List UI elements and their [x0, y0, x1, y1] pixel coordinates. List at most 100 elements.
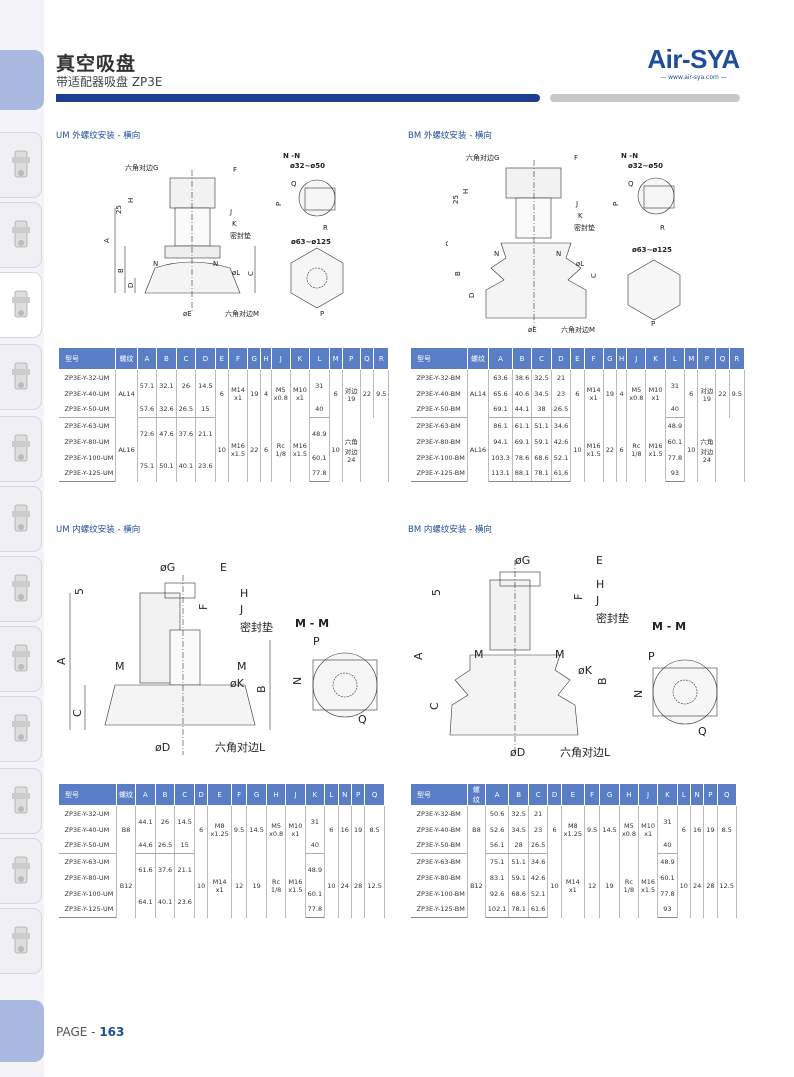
svg-text:六角对边L: 六角对边L: [560, 745, 611, 759]
svg-text:R: R: [660, 224, 665, 232]
table-cell: 6: [615, 417, 628, 482]
table-header: 型号: [57, 347, 117, 370]
table-cell: AL16: [466, 417, 490, 482]
table-cell: 10: [324, 853, 339, 918]
svg-text:P: P: [320, 310, 324, 318]
table-cell: 32.6: [156, 401, 177, 418]
table-cell: 22: [602, 417, 617, 482]
sidebar-tab[interactable]: [0, 626, 42, 692]
table-cell: ZP3E-Y-32-UM: [58, 805, 117, 822]
sidebar-tab[interactable]: [0, 202, 42, 268]
ejector-icon: [11, 574, 30, 602]
svg-text:øD: øD: [155, 741, 170, 754]
table-header: C: [527, 783, 549, 806]
table-header: F: [227, 347, 249, 370]
svg-text:密封垫: 密封垫: [596, 611, 629, 625]
svg-text:F: F: [572, 594, 585, 600]
table-cell: 34.6: [550, 417, 572, 434]
svg-text:B: B: [117, 268, 125, 273]
table-cell: 103.3: [488, 449, 513, 466]
table-cell: 48.9: [304, 853, 326, 886]
page-number-value: 163: [99, 1025, 125, 1039]
table-cell: 26.5: [550, 401, 572, 418]
table-cell: 93: [657, 901, 678, 918]
table-cell: 50.1: [156, 449, 177, 482]
svg-text:øE: øE: [528, 326, 537, 334]
sidebar-tab[interactable]: [0, 132, 42, 198]
table-header: D: [195, 347, 216, 370]
table-cell: 40.1: [154, 885, 176, 918]
table-header: C: [174, 783, 195, 806]
table-cell: 51.1: [508, 853, 529, 870]
table-header: N: [689, 783, 705, 806]
svg-text:N: N: [291, 677, 304, 685]
sidebar-tab[interactable]: [0, 768, 42, 834]
svg-text:M: M: [115, 660, 125, 673]
sidebar-tab[interactable]: [0, 272, 42, 338]
svg-text:H: H: [127, 198, 135, 203]
table-cell: 10: [684, 417, 699, 482]
table-header: P: [341, 347, 361, 370]
svg-text:N -N: N -N: [621, 152, 638, 160]
svg-text:F: F: [233, 166, 237, 174]
svg-text:M: M: [237, 660, 247, 673]
sidebar-tab[interactable]: [0, 486, 42, 552]
sidebar-tab[interactable]: [0, 908, 42, 974]
table-cell: ZP3E-Y-63-UM: [58, 853, 117, 870]
sidebar-tab[interactable]: [0, 416, 42, 482]
svg-text:øK: øK: [578, 664, 593, 677]
table-cell: 37.6: [175, 417, 197, 450]
sidebar-tab[interactable]: [0, 344, 42, 410]
section-title-um-ext: UM 外螺纹安装 - 横向: [56, 131, 141, 141]
svg-text:25: 25: [115, 205, 123, 214]
table-cell: 51.1: [531, 417, 552, 434]
svg-text:øE: øE: [183, 310, 192, 318]
svg-text:N: N: [556, 250, 561, 258]
svg-text:M: M: [474, 648, 484, 661]
table-cell: ZP3E-Y-125-BM: [410, 901, 469, 918]
svg-text:A: A: [446, 241, 450, 246]
block-icon: [11, 786, 30, 814]
svg-text:ø32~ø50: ø32~ø50: [628, 162, 663, 170]
svg-text:A: A: [412, 652, 425, 660]
table-cell: AL16: [115, 417, 138, 482]
table-cell: 26.5: [175, 401, 197, 418]
table-cell: 64.1: [135, 885, 156, 918]
svg-text:M - M: M - M: [295, 617, 329, 630]
page-subtitle: 带适配器吸盘 ZP3E: [56, 75, 163, 89]
table-cell: 68.6: [508, 885, 529, 902]
table-cell: 92.6: [484, 885, 510, 902]
sidebar-tab[interactable]: [0, 838, 42, 904]
table-header: C: [531, 347, 552, 370]
table-cell: 40: [664, 401, 686, 418]
table-header: K: [645, 347, 666, 370]
svg-text:P: P: [313, 635, 320, 648]
header-bar-grey: [550, 94, 740, 102]
svg-text:C: C: [590, 273, 598, 278]
table-cell: 31: [309, 369, 330, 402]
table-cell: 113.1: [488, 465, 513, 482]
table-cell: 10: [547, 853, 562, 918]
sidebar-tab[interactable]: [0, 556, 42, 622]
table-cell: 52.1: [527, 885, 549, 902]
table-header: B: [156, 347, 177, 370]
table-header: P: [703, 783, 718, 806]
table-header: F: [583, 347, 604, 370]
table-header: L: [309, 347, 330, 370]
table-header: M: [328, 347, 343, 370]
sidebar-tab[interactable]: [0, 696, 42, 762]
